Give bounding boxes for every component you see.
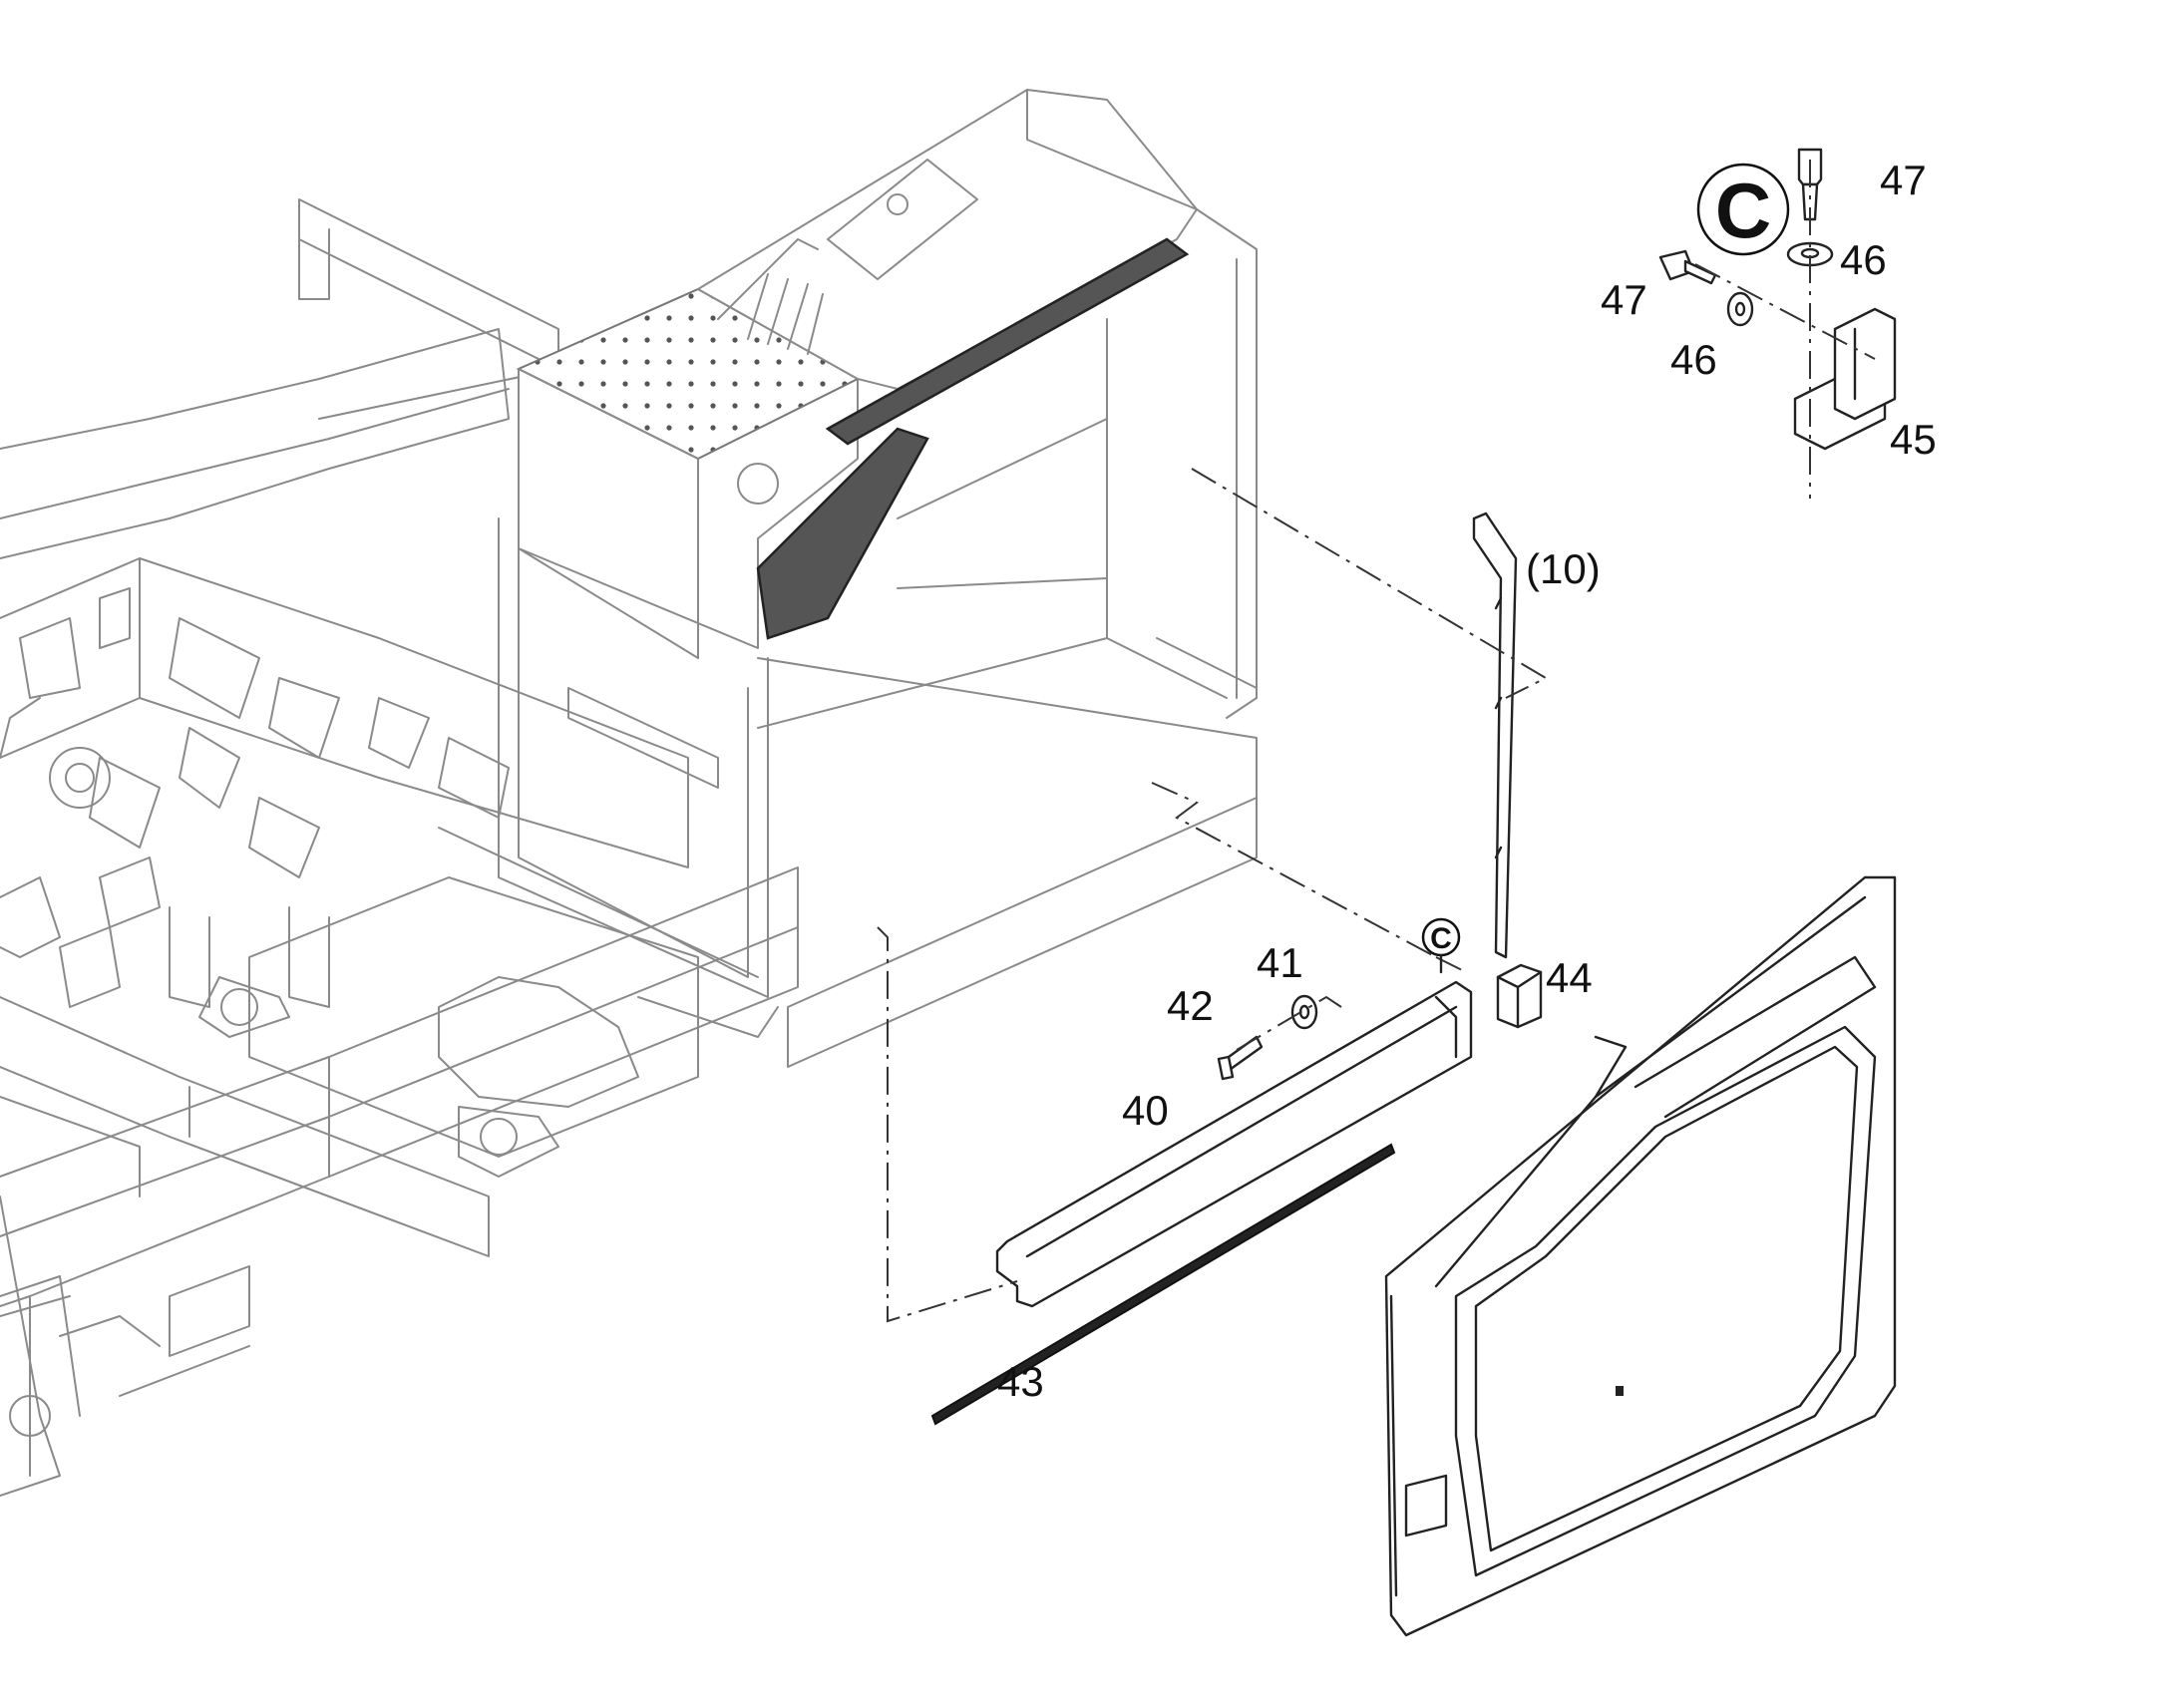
callout-42: 42 bbox=[1167, 982, 1214, 1029]
block-part-44 bbox=[1496, 963, 1543, 1029]
callout-46-left: 46 bbox=[1670, 336, 1717, 383]
callout-45: 45 bbox=[1890, 416, 1937, 463]
assembly-leader-lines bbox=[877, 160, 1876, 1323]
seal-strip-part-43 bbox=[930, 1143, 1396, 1426]
bracket-part-45 bbox=[1793, 307, 1897, 451]
callout-43: 43 bbox=[997, 1358, 1044, 1405]
callout-41: 41 bbox=[1257, 939, 1303, 986]
callout-40: 40 bbox=[1122, 1087, 1169, 1134]
callout-47-left: 47 bbox=[1601, 276, 1647, 323]
detail-marker-c-small: C bbox=[1421, 917, 1461, 974]
washer-part-46-left bbox=[1726, 291, 1754, 327]
washer-part-41 bbox=[1290, 994, 1318, 1030]
rail-part-10 bbox=[1472, 512, 1518, 959]
detail-marker-c-large: C bbox=[1696, 163, 1790, 256]
svg-text:C: C bbox=[1430, 922, 1452, 955]
door-panel bbox=[1384, 875, 1897, 1637]
callout-44: 44 bbox=[1546, 954, 1593, 1001]
callout-10: (10) bbox=[1526, 545, 1601, 592]
callout-46-right: 46 bbox=[1840, 236, 1887, 283]
bolt-part-47-left bbox=[1658, 249, 1717, 285]
cab-structure bbox=[438, 89, 1258, 1068]
trim-strip-part-40 bbox=[995, 980, 1473, 1308]
callout-47-right: 47 bbox=[1880, 157, 1927, 203]
machine-frame bbox=[0, 198, 799, 1497]
svg-text:C: C bbox=[1715, 167, 1771, 254]
callout-labels: 40 41 42 43 44 45 46 46 47 47 (10) bbox=[997, 157, 1937, 1405]
bolt-part-42 bbox=[1217, 1035, 1264, 1081]
